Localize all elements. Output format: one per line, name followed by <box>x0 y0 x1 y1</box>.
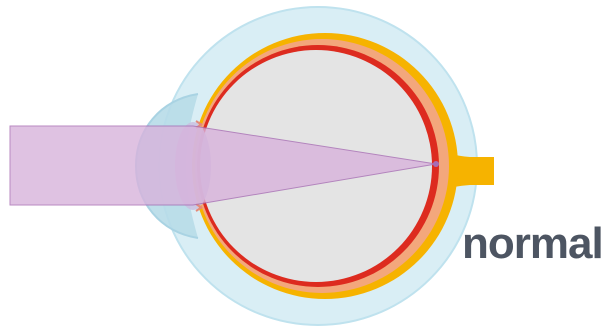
condition-label: normal <box>462 222 603 266</box>
focal-point <box>433 161 439 167</box>
